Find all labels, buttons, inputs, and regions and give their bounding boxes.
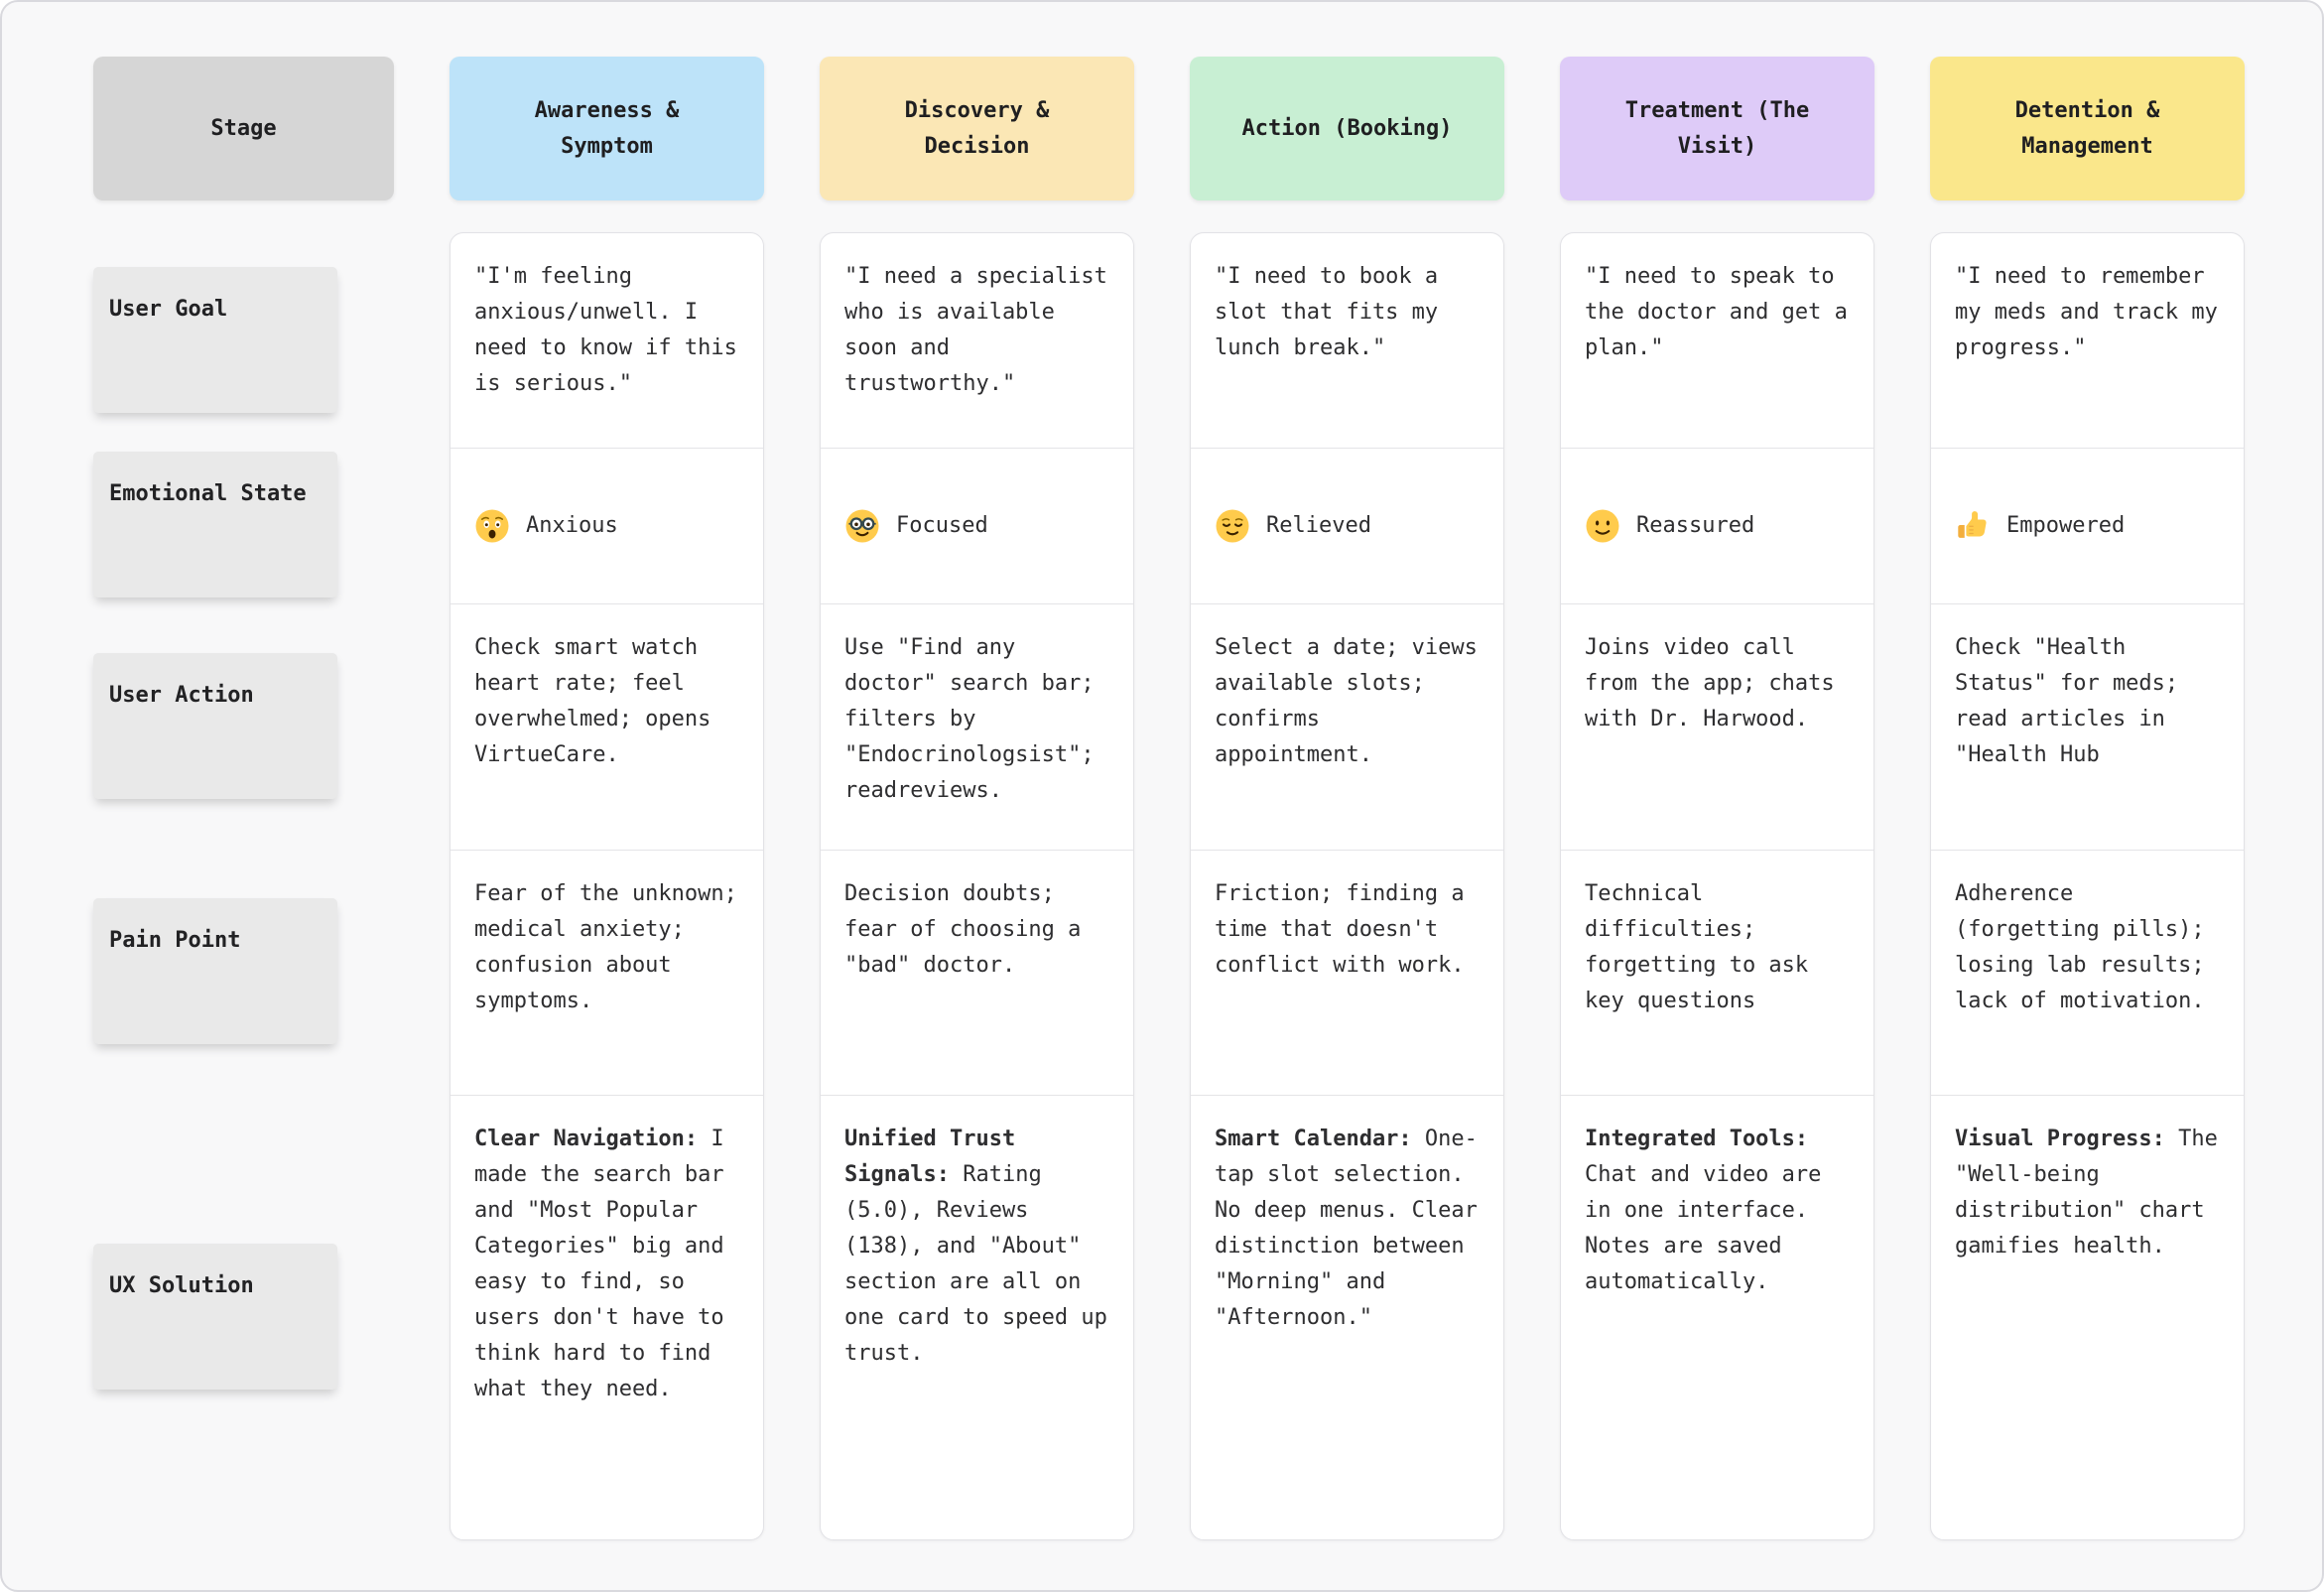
row-label-ux-solution: UX Solution	[93, 1243, 337, 1390]
journey-map-grid: Stage User Goal Emotional State User Act…	[2, 2, 2322, 1540]
row-label-slot: User Action	[93, 602, 394, 849]
ux-solution-text: Rating (5.0), Reviews (138), and "About"…	[844, 1162, 1107, 1366]
ux-solution-text: The "Well-being distribution" chart gami…	[1955, 1127, 2218, 1259]
emotion-label: Anxious	[526, 513, 618, 538]
ux-solution-text: I made the search bar and "Most Popular …	[474, 1127, 724, 1401]
nerd-face-icon	[844, 508, 880, 544]
ux-solution-lead: Visual Progress:	[1955, 1127, 2165, 1151]
pain-point-cell: Decision doubts; fear of choosing a "bad…	[821, 850, 1133, 1095]
stage-card: "I need a specialist who is available so…	[820, 232, 1134, 1540]
user-action-cell: Check "Health Status" for meds; read art…	[1931, 603, 2244, 850]
user-action-cell: Check smart watch heart rate; feel overw…	[451, 603, 763, 850]
row-label-slot: UX Solution	[93, 1094, 394, 1538]
emotional-state-cell: Empowered	[1931, 448, 2244, 603]
ux-solution-cell: Integrated Tools: Chat and video are in …	[1561, 1095, 1873, 1539]
ux-solution-text: Chat and video are in one interface. Not…	[1585, 1162, 1822, 1294]
ux-solution-text: One-tap slot selection. No deep menus. C…	[1215, 1127, 1478, 1330]
stage-card: "I need to book a slot that fits my lunc…	[1190, 232, 1504, 1540]
pain-point-cell: Fear of the unknown; medical anxiety; co…	[451, 850, 763, 1095]
slightly-smiling-face-icon	[1585, 508, 1620, 544]
emotional-state-cell: Relieved	[1191, 448, 1503, 603]
stage-header-label: Stage	[210, 115, 277, 141]
emotional-state-cell: Focused	[821, 448, 1133, 603]
ux-solution-cell: Smart Calendar: One-tap slot selection. …	[1191, 1095, 1503, 1539]
user-goal-cell: "I need a specialist who is available so…	[844, 264, 1107, 396]
stage-header-label: Treatment (The Visit)	[1624, 97, 1810, 159]
row-label-pain-point: Pain Point	[93, 898, 337, 1044]
stage-column-awareness: Awareness & Symptom "I'm feeling anxious…	[450, 57, 764, 1540]
pain-point-cell: Technical difficulties; forgetting to as…	[1561, 850, 1873, 1095]
user-goal-cell: "I need to speak to the doctor and get a…	[1585, 264, 1848, 360]
row-label-slot: Emotional State	[93, 447, 394, 602]
stage-column-action: Action (Booking) "I need to book a slot …	[1190, 57, 1504, 1540]
emotion-label: Empowered	[2006, 513, 2126, 538]
ux-solution-lead: Clear Navigation:	[474, 1127, 699, 1151]
row-label-emotional-state: Emotional State	[93, 452, 337, 597]
stage-card: "I need to speak to the doctor and get a…	[1560, 232, 1874, 1540]
stage-header-label: Detention & Management	[2014, 97, 2160, 159]
emotional-state-cell: Anxious	[451, 448, 763, 603]
ux-solution-lead: Unified Trust Signals:	[844, 1127, 1016, 1187]
user-goal-cell: "I need to book a slot that fits my lunc…	[1215, 264, 1439, 360]
anguished-face-icon	[474, 508, 510, 544]
row-label-user-goal: User Goal	[93, 266, 337, 413]
stage-header-discovery: Discovery & Decision	[820, 57, 1134, 200]
ux-solution-cell: Clear Navigation: I made the search bar …	[451, 1095, 763, 1539]
pain-point-cell: Adherence (forgetting pills); losing lab…	[1931, 850, 2244, 1095]
ux-solution-cell: Unified Trust Signals: Rating (5.0), Rev…	[821, 1095, 1133, 1539]
user-action-cell: Select a date; views available slots; co…	[1191, 603, 1503, 850]
row-label-slot: Pain Point	[93, 849, 394, 1094]
pain-point-cell: Friction; finding a time that doesn't co…	[1191, 850, 1503, 1095]
thumbs-up-icon	[1955, 508, 1991, 544]
emotional-state-cell: Reassured	[1561, 448, 1873, 603]
emotion-label: Focused	[896, 513, 988, 538]
stage-column-treatment: Treatment (The Visit) "I need to speak t…	[1560, 57, 1874, 1540]
user-goal-cell: "I'm feeling anxious/unwell. I need to k…	[474, 264, 737, 396]
stage-header-label: Discovery & Decision	[904, 97, 1050, 159]
stage-column-discovery: Discovery & Decision "I need a specialis…	[820, 57, 1134, 1540]
stage-header-detention: Detention & Management	[1930, 57, 2245, 200]
user-goal-cell: "I need to remember my meds and track my…	[1955, 264, 2218, 360]
stage-card: "I need to remember my meds and track my…	[1930, 232, 2245, 1540]
ux-solution-cell: Visual Progress: The "Well-being distrib…	[1931, 1095, 2244, 1539]
stage-header-action: Action (Booking)	[1190, 57, 1504, 200]
user-action-cell: Use "Find any doctor" search bar; filter…	[821, 603, 1133, 850]
stage-header-treatment: Treatment (The Visit)	[1560, 57, 1874, 200]
relieved-face-icon	[1215, 508, 1250, 544]
ux-solution-lead: Smart Calendar:	[1215, 1127, 1412, 1151]
user-action-cell: Joins video call from the app; chats wit…	[1561, 603, 1873, 850]
row-label-user-action: User Action	[93, 652, 337, 799]
stage-header-awareness: Awareness & Symptom	[450, 57, 764, 200]
stage-header-label: Action (Booking)	[1241, 115, 1453, 141]
stage-label-column: Stage User Goal Emotional State User Act…	[93, 57, 394, 1538]
stage-card: "I'm feeling anxious/unwell. I need to k…	[450, 232, 764, 1540]
row-label-slot: User Goal	[93, 232, 394, 447]
emotion-label: Relieved	[1266, 513, 1371, 538]
emotion-label: Reassured	[1636, 513, 1755, 538]
stage-header-card: Stage	[93, 57, 394, 200]
stage-header-label: Awareness & Symptom	[534, 97, 680, 159]
ux-solution-lead: Integrated Tools:	[1585, 1127, 1809, 1151]
stage-column-detention: Detention & Management "I need to rememb…	[1930, 57, 2245, 1540]
